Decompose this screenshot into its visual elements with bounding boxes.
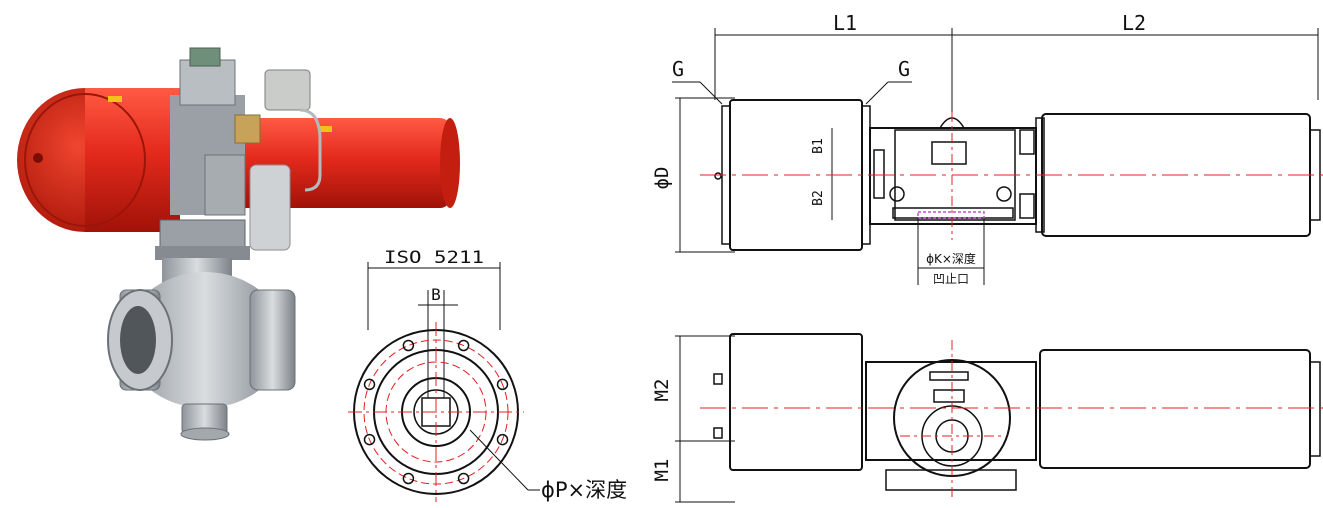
flange-view: ISO 5211 B ϕP×深度 (348, 248, 627, 502)
dim-m1-label: M1 (651, 459, 673, 482)
dim-l1-label: L1 (833, 11, 857, 35)
dim-b-label: B (431, 285, 441, 304)
valve-body (125, 272, 285, 408)
bolt-hole (496, 433, 509, 446)
iso-5211-label: ISO 5211 (384, 248, 484, 268)
top-view: L1 L2 G G ϕD B1 B2 (651, 11, 1323, 286)
dim-b2-label: B2 (811, 190, 826, 206)
dim-g-right-label: G (898, 57, 910, 81)
product-photo (17, 47, 460, 441)
spigot-label: ϕK×深度 (926, 251, 976, 266)
bolt-hole (457, 472, 470, 485)
bolt-hole (363, 433, 376, 446)
dim-d-label: ϕD (651, 167, 673, 190)
spigot-sub-label: 凹止口 (933, 272, 969, 286)
bolt-hole (457, 339, 470, 352)
bolt-hole (363, 378, 376, 391)
bore-callout: ϕP×深度 (541, 478, 627, 502)
bolt-hole (496, 378, 509, 391)
dim-g-left-label: G (672, 57, 684, 81)
bolt-hole (402, 339, 415, 352)
dim-b1-label: B1 (811, 138, 826, 154)
side-view: M2 M1 (651, 333, 1323, 503)
dim-m2-label: M2 (651, 379, 673, 402)
bolt-hole (402, 472, 415, 485)
dim-l2-label: L2 (1122, 11, 1146, 35)
